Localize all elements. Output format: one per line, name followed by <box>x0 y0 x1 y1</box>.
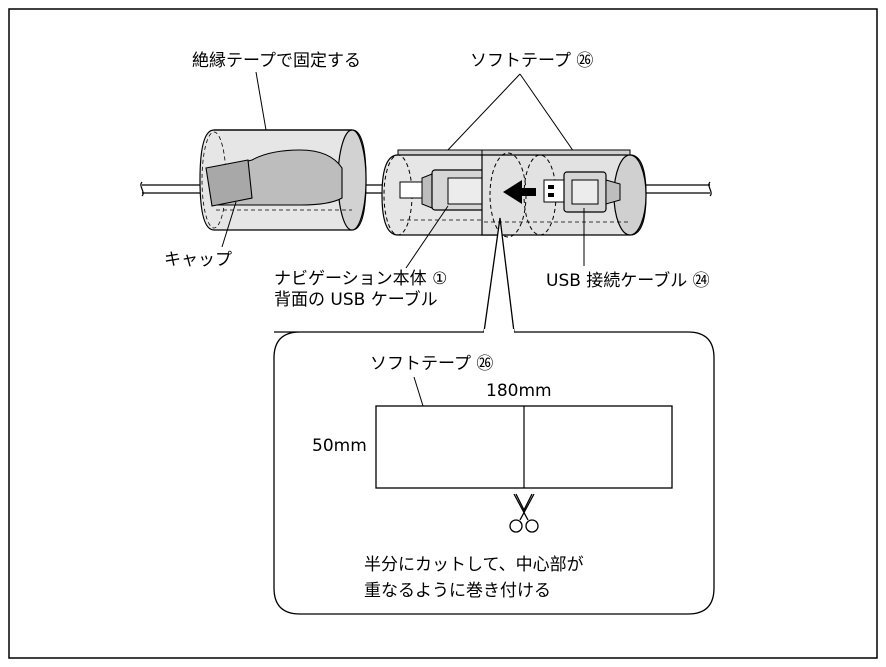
cap-label: キャップ <box>164 250 232 270</box>
insulating-tape-leader <box>255 71 267 131</box>
cap-leader <box>221 201 237 248</box>
soft-tape-top-label: ソフトテープ ㉖ <box>470 51 593 71</box>
nav-cable-label-line2: 背面の USB ケーブル <box>274 289 438 310</box>
usb-cable-label: USB 接続ケーブル ㉔ <box>546 270 710 291</box>
cap-tube <box>199 129 367 231</box>
instruction-line2: 重なるように巻き付ける <box>364 581 551 601</box>
tape-width-label: 50mm <box>312 436 367 456</box>
tape-length-label: 180mm <box>486 381 552 401</box>
insert-direction-arrow <box>503 180 536 204</box>
outer-frame <box>8 8 878 659</box>
nav-cable-label-line1: ナビゲーション本体 ① <box>274 269 447 289</box>
soft-tape-inset-label: ソフトテープ ㉖ <box>370 354 493 374</box>
insulating-tape-label: 絶縁テープで固定する <box>192 51 361 71</box>
nav-cable-leader <box>405 205 449 269</box>
scissors-icon <box>509 493 539 533</box>
soft-tape-rectangle <box>375 405 673 489</box>
soft-tape-leader-right <box>519 73 575 153</box>
soft-tape-leader-left <box>445 73 521 153</box>
soft-tape-tube-right <box>481 149 647 238</box>
instruction-line1: 半分にカットして、中心部が <box>364 555 584 575</box>
